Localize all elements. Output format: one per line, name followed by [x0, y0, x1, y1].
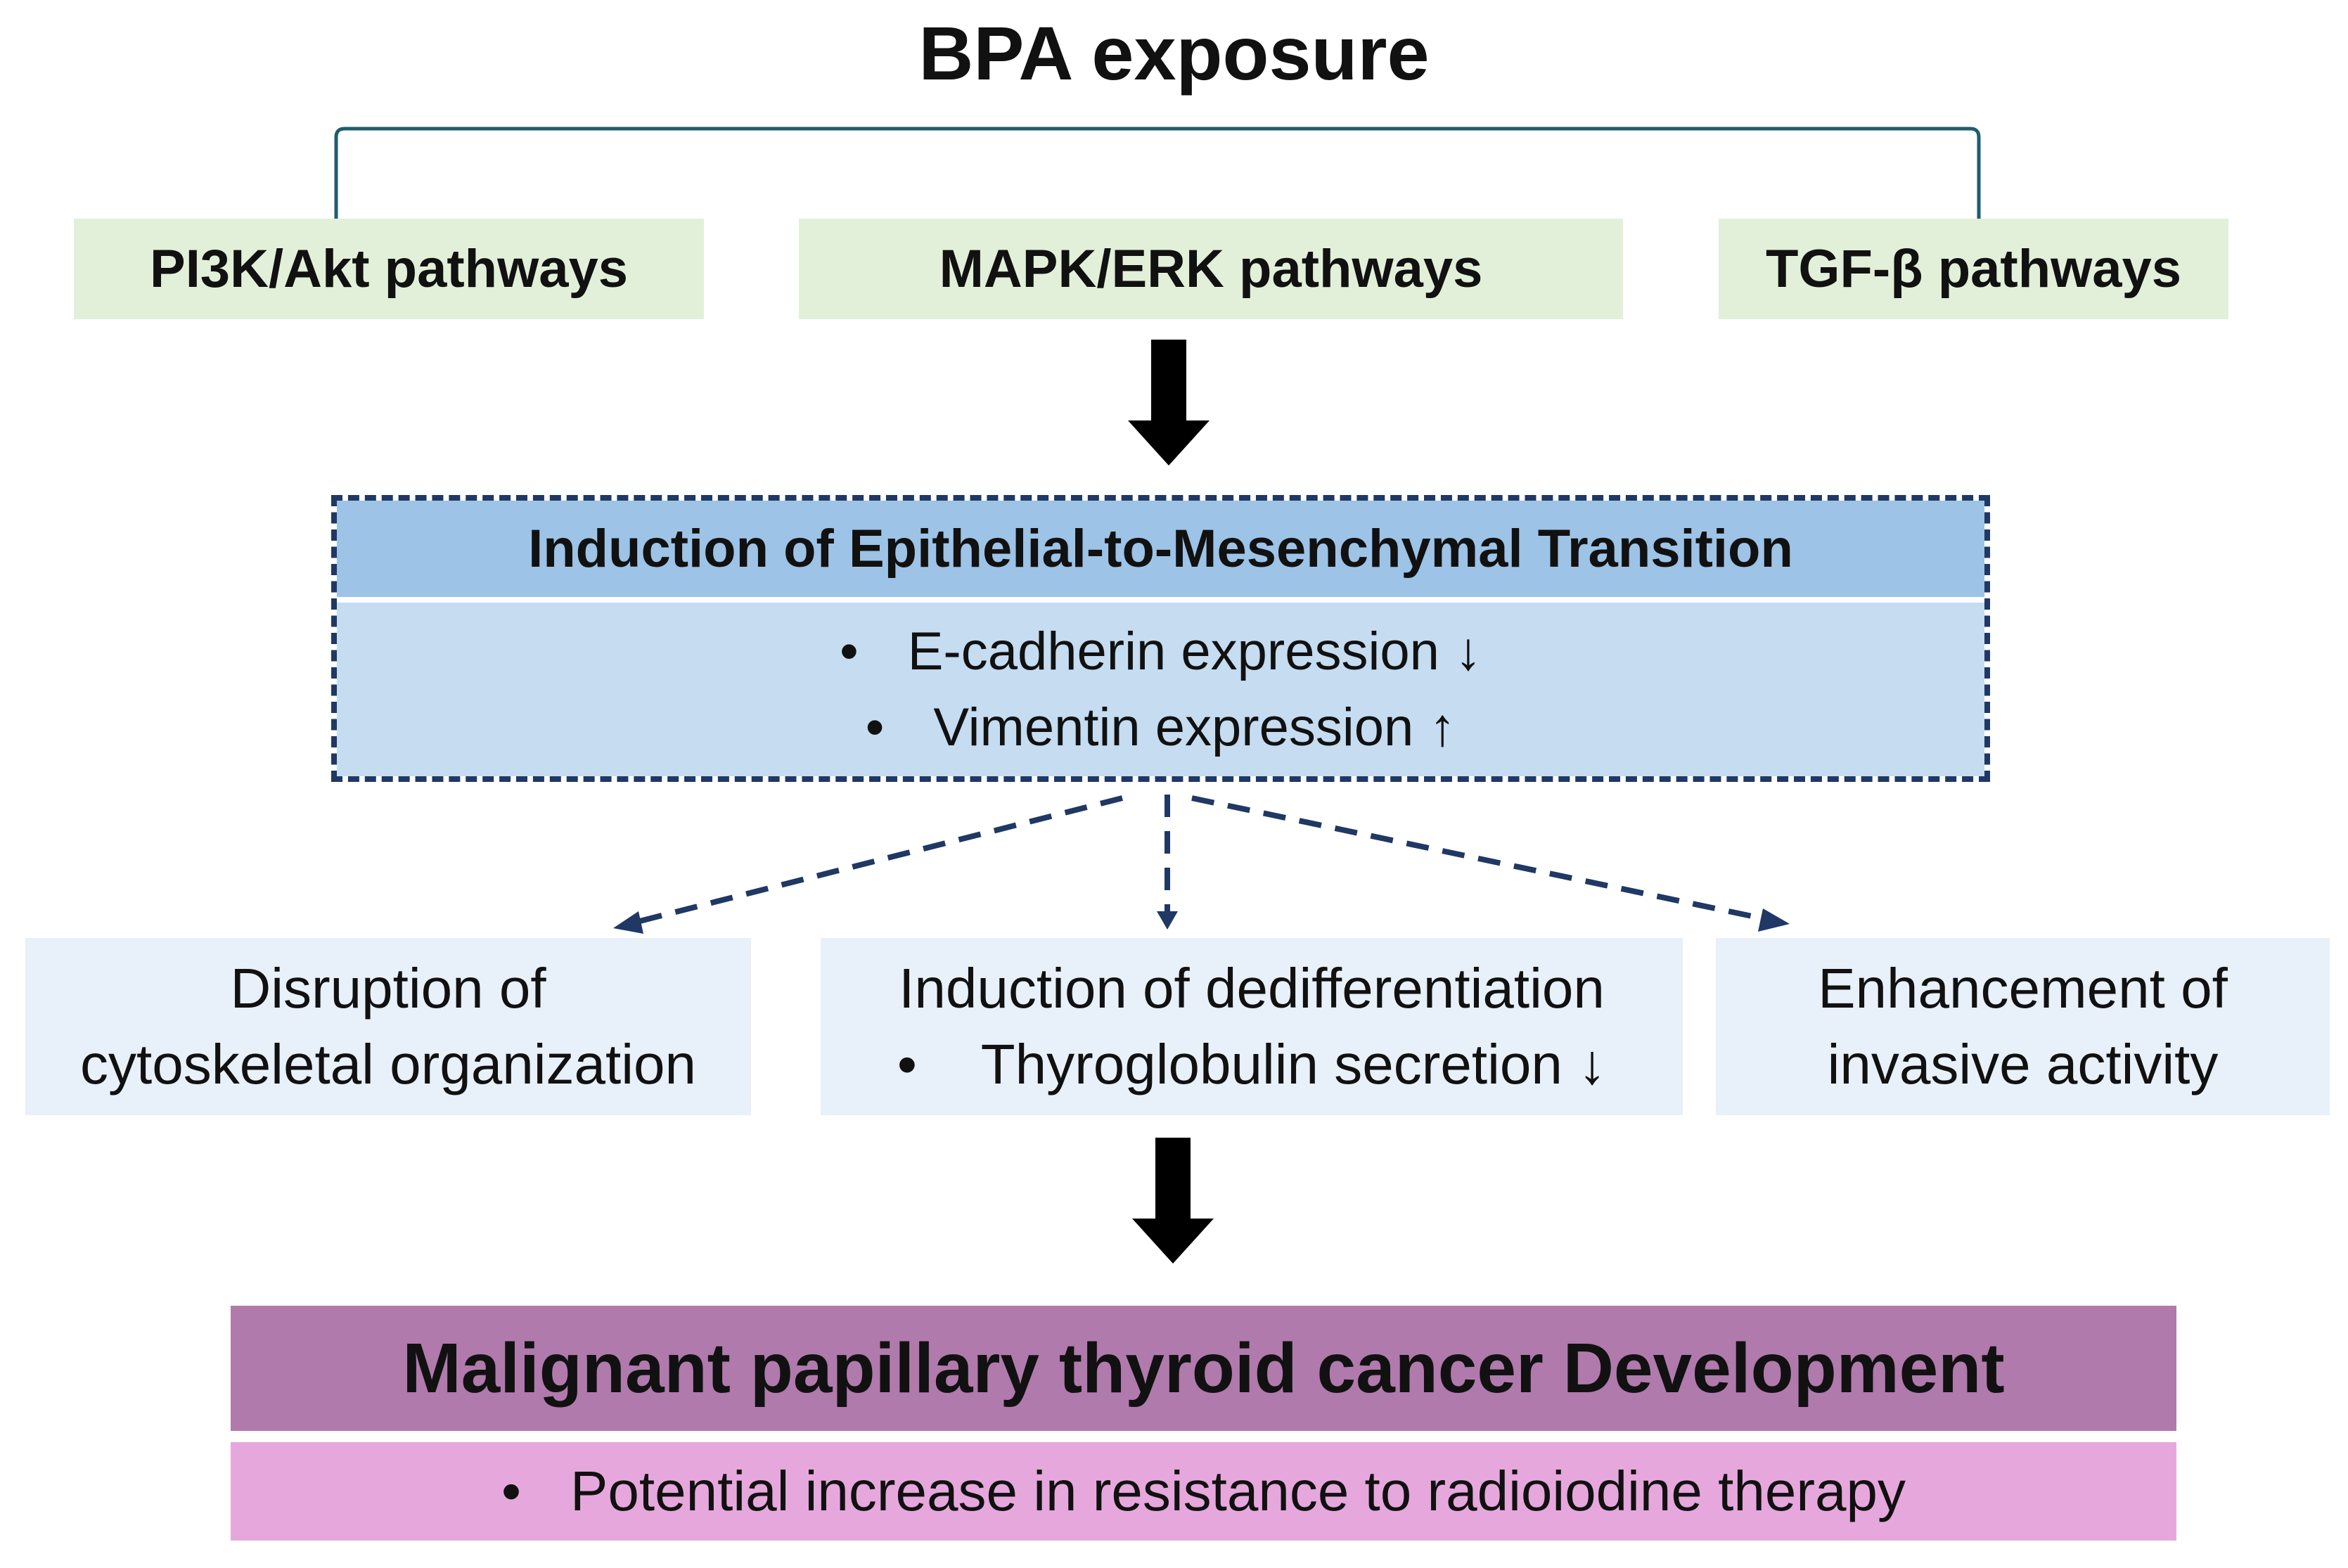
outcome-cytoskeletal: Disruption of cytoskeletal organization	[25, 938, 751, 1115]
emt-bullet-item: • Vimentin expression ↑	[866, 690, 1456, 766]
outcome-line: cytoskeletal organization	[79, 1033, 697, 1095]
result-bullet-text: Potential increase in resistance to radi…	[570, 1460, 1906, 1522]
arrowhead-right-icon	[1758, 908, 1790, 932]
pathway-bracket	[334, 127, 1981, 226]
bullet-icon: •	[897, 1033, 917, 1095]
emt-bullet-text: Vimentin expression	[933, 697, 1414, 757]
down-arrow-icon-2	[1132, 1138, 1214, 1264]
outcome-line: Enhancement of	[1818, 957, 2228, 1020]
outcome-line: invasive activity	[1827, 1033, 2219, 1095]
outcome-line: Disruption of	[230, 957, 546, 1020]
outcome-dedifferentiation: Induction of dedifferentiation • Thyrogl…	[821, 938, 1683, 1115]
outcome-invasive: Enhancement of invasive activity	[1716, 938, 2330, 1115]
dashed-arrow-right	[1191, 795, 1769, 923]
outcome-bullet-item: • Thyroglobulin secretion ↓	[897, 1027, 1606, 1103]
dashed-arrows	[631, 795, 1769, 926]
up-arrow-small-icon: ↑	[1429, 697, 1456, 757]
down-arrow-small-icon: ↓	[1454, 621, 1482, 681]
pathway-tgf-beta: TGF-β pathways	[1719, 219, 2228, 319]
emt-bullet-text: E-cadherin expression	[907, 621, 1439, 681]
outcome-bullet-text: Thyroglobulin secretion ↓	[980, 1033, 1607, 1095]
arrowhead-left-icon	[613, 911, 643, 934]
emt-box	[331, 495, 1990, 782]
pathway-pi3k-akt: PI3K/Akt pathways	[74, 219, 704, 319]
emt-bullet-list: • E-cadherin expression ↓ • Vimentin exp…	[337, 603, 1984, 776]
emt-bullet-item: • E-cadherin expression ↓	[840, 614, 1482, 690]
pathway-mapk-erk: MAPK/ERK pathways	[799, 219, 1623, 319]
arrowhead-center-icon	[1157, 911, 1178, 930]
result-bullet-box: • Potential increase in resistance to ra…	[231, 1442, 2176, 1541]
emt-heading: Induction of Epithelial-to-Mesenchymal T…	[337, 501, 1984, 597]
result-bullet-item: • Potential increase in resistance to ra…	[501, 1459, 1906, 1524]
bullet-icon: •	[840, 621, 859, 681]
bullet-icon: •	[501, 1460, 522, 1522]
down-arrow-icon	[1128, 340, 1210, 465]
outcome-heading: Induction of dedifferentiation	[899, 957, 1605, 1020]
bullet-icon: •	[865, 697, 885, 757]
result-heading: Malignant papillary thyroid cancer Devel…	[231, 1306, 2176, 1431]
diagram-title: BPA exposure	[918, 10, 1430, 96]
dashed-arrow-left	[631, 795, 1123, 926]
